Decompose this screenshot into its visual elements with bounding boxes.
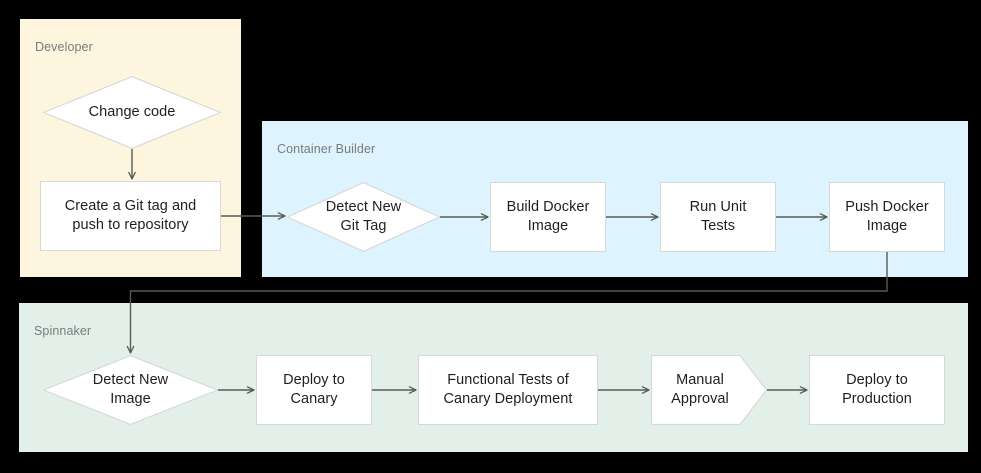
lane-label-spinnaker: Spinnaker bbox=[34, 324, 92, 338]
pentagon-arrow-shape bbox=[651, 355, 767, 425]
lane-label-developer: Developer bbox=[35, 40, 93, 54]
diamond-shape bbox=[43, 76, 221, 149]
node-label-change-code: Change code bbox=[88, 103, 176, 120]
lane-label-container-builder: Container Builder bbox=[277, 142, 376, 156]
diamond-shape bbox=[287, 182, 440, 252]
node-change-code[interactable]: Change code bbox=[43, 76, 221, 149]
diamond-shape bbox=[43, 355, 218, 425]
